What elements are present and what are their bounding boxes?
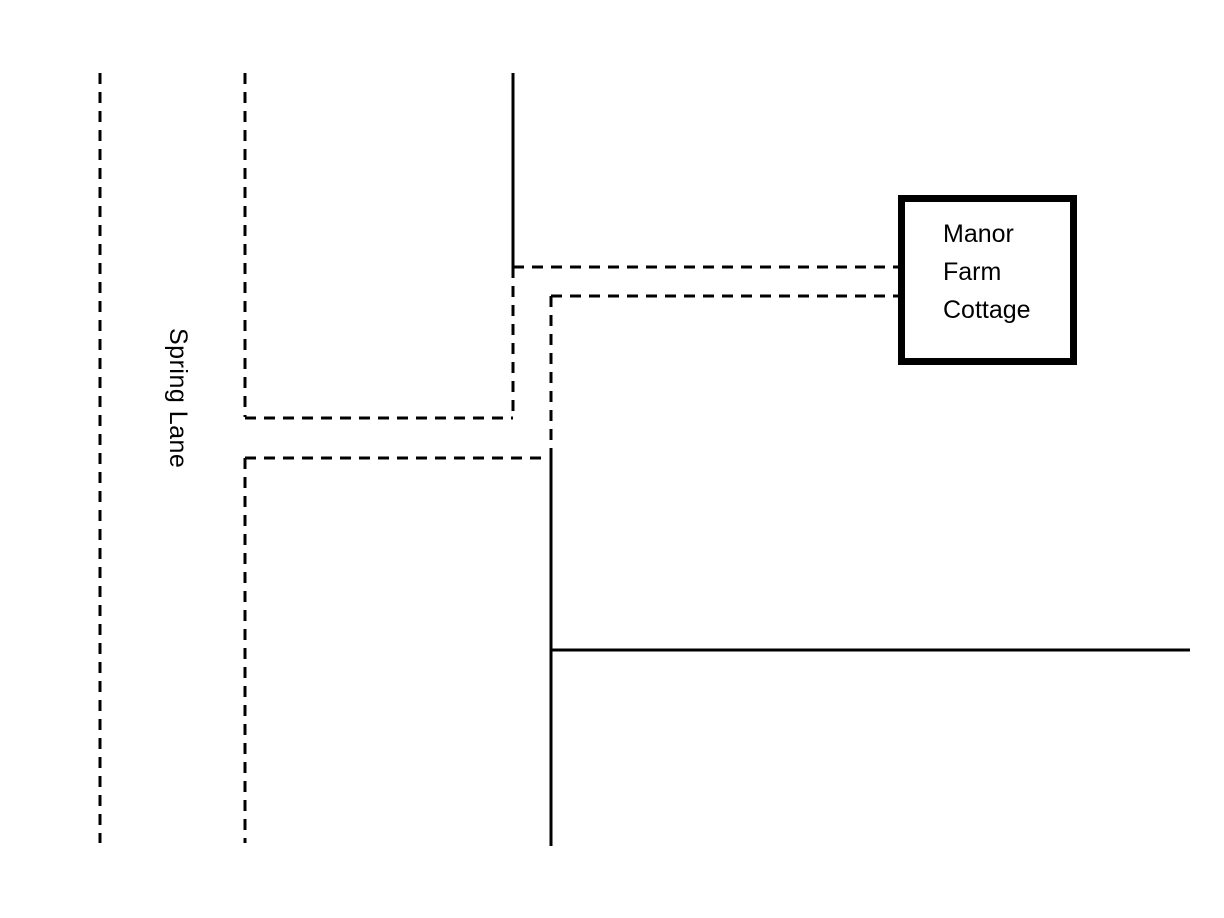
- building-label: Manor Farm Cottage: [943, 220, 1031, 324]
- building-manor-farm-cottage: Manor Farm Cottage: [898, 195, 1077, 365]
- road-label-spring-lane: Spring Lane: [164, 328, 192, 469]
